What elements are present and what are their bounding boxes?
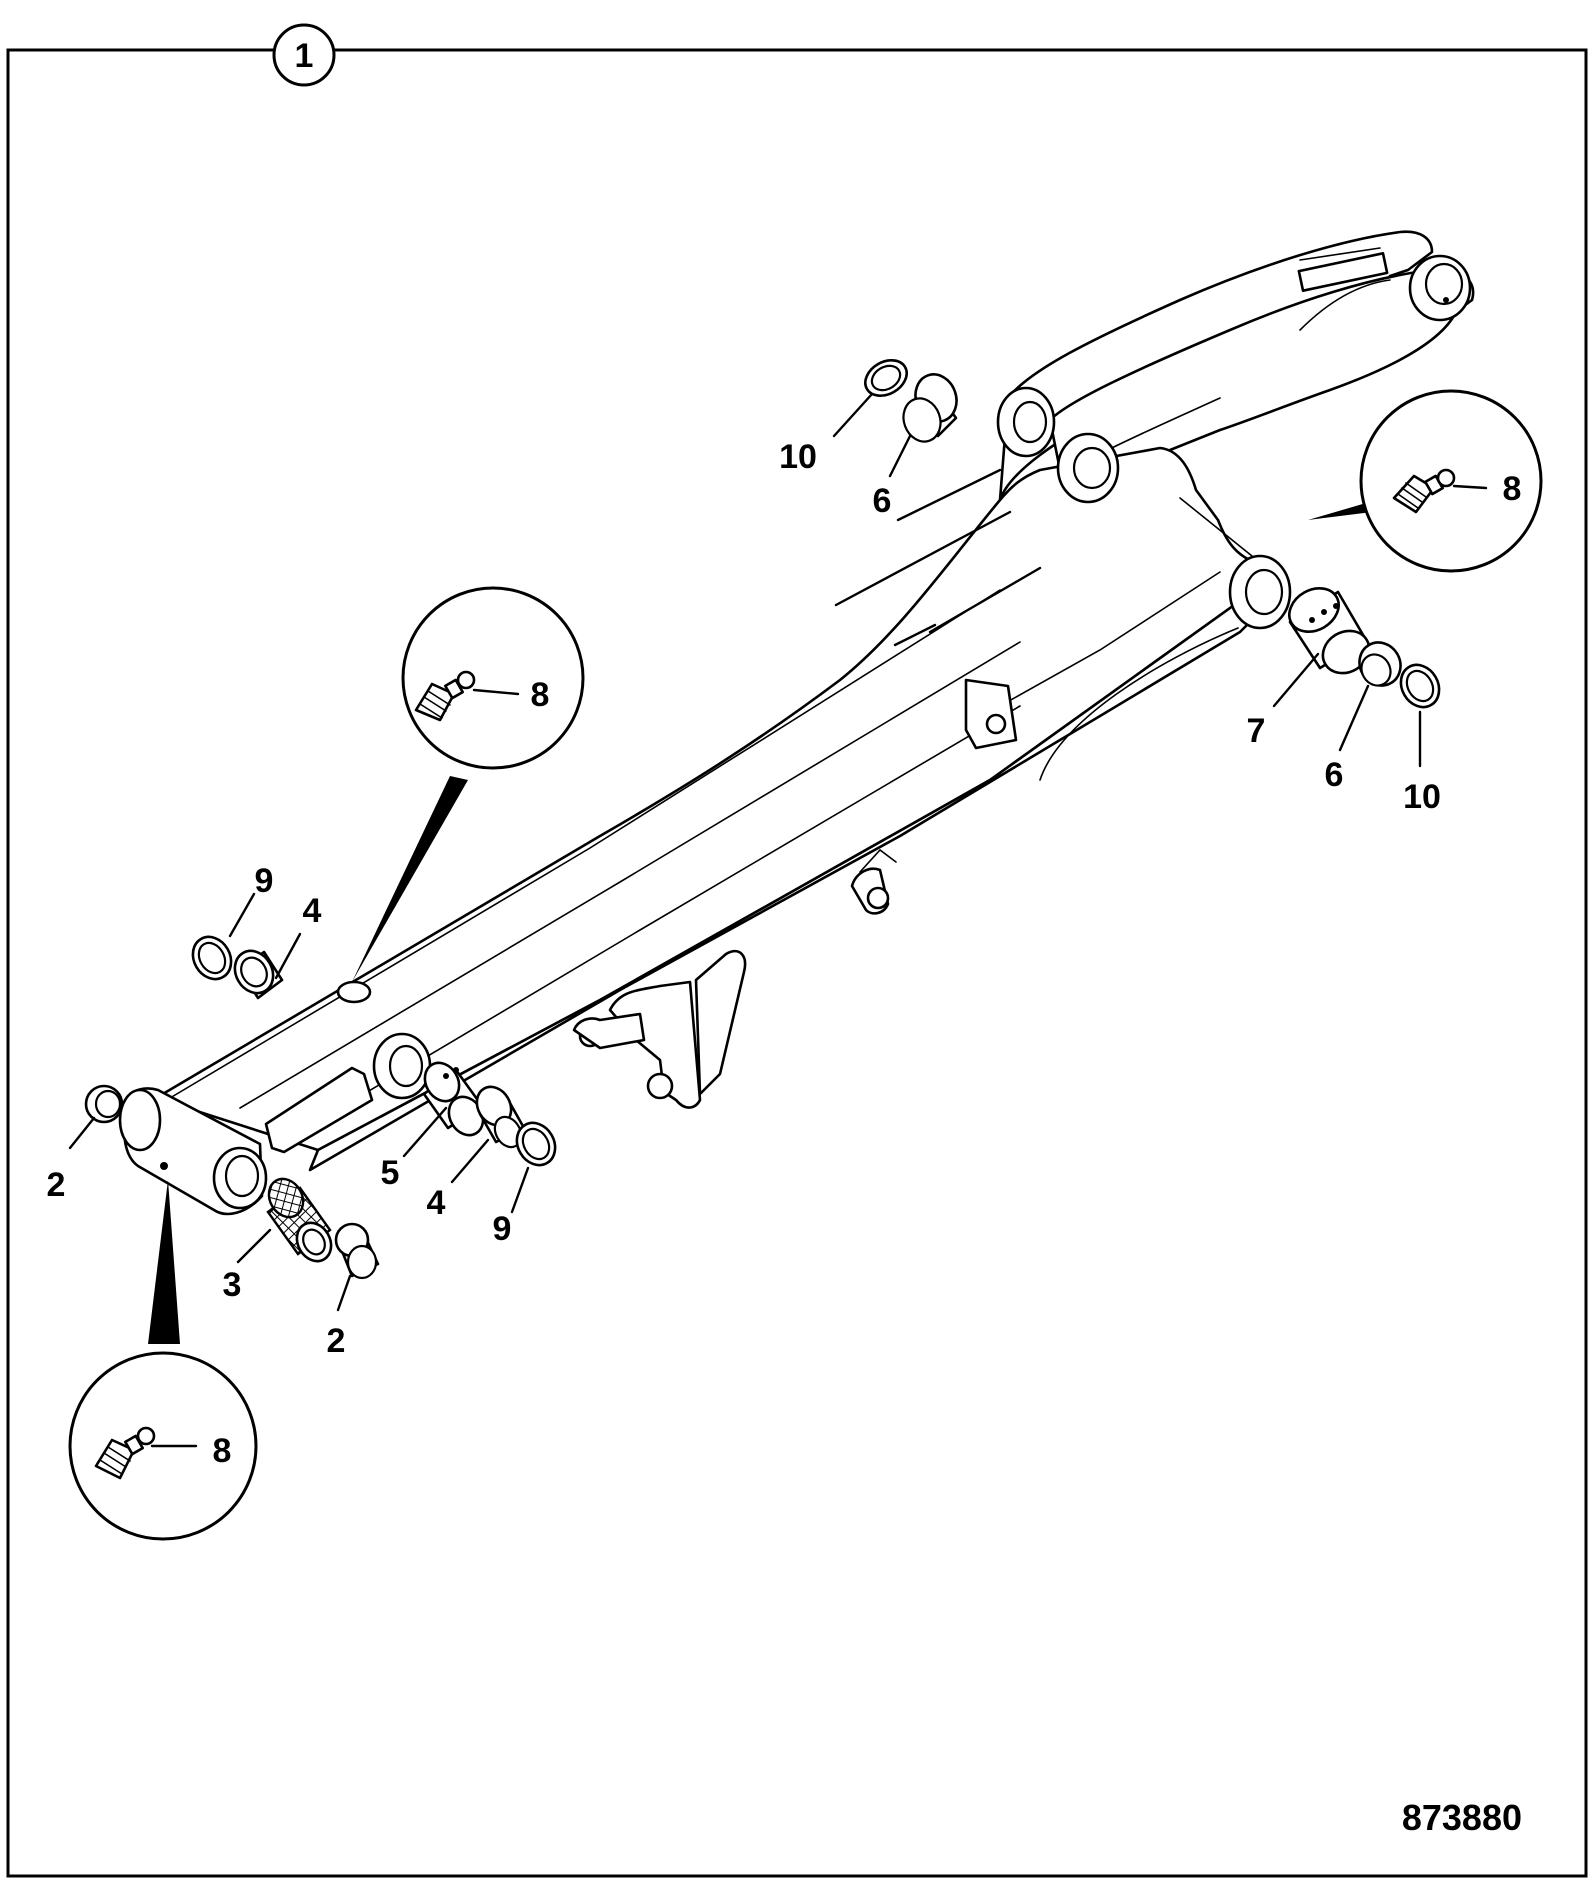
callout-10-right: 10: [1403, 778, 1441, 816]
part-bush-7: [1288, 587, 1371, 675]
callout-6-top: 6: [873, 482, 892, 520]
figure-number: 1: [295, 37, 314, 75]
grease-nipple-icon: [414, 670, 520, 722]
part-bush-2-bottom: [334, 1222, 380, 1280]
callout-6-right: 6: [1325, 756, 1344, 794]
part-ring-9-top: [191, 935, 233, 981]
callout-10-top: 10: [779, 438, 817, 476]
callout-9-top: 9: [255, 862, 274, 900]
callout-5: 5: [381, 1154, 400, 1192]
callout-labels: 10 6 7 6 10 9 4 2 5 4 9 3 2: [47, 438, 1441, 1360]
grease-nipple-icon: [94, 1426, 198, 1480]
detail-circle-grease-nipple-right: 8: [1308, 389, 1543, 573]
callout-4-top: 4: [303, 892, 322, 930]
callout-7: 7: [1247, 712, 1266, 750]
figure-frame: [6, 48, 1588, 1878]
detail-circle-grease-nipple-middle: 8: [352, 586, 585, 982]
callout-2-bottom: 2: [327, 1322, 346, 1360]
part-needle-bearing-3: [266, 1177, 333, 1263]
figure-number-badge: 1: [272, 23, 336, 87]
leader-lines: [68, 392, 1422, 1312]
part-ring-9-bottom: [515, 1121, 557, 1167]
part-bush-4-bottom: [475, 1085, 526, 1149]
callout-4-bottom: 4: [427, 1184, 446, 1222]
part-bush-4-top: [233, 949, 284, 1000]
callout-8-middle: 8: [531, 676, 550, 714]
figure-reference-code: 873880: [1402, 1797, 1522, 1838]
dipper-arm: [118, 230, 1475, 1216]
callout-9-bottom: 9: [493, 1210, 512, 1248]
part-ring-10-top: [864, 359, 908, 397]
grease-nipple-icon: [1392, 468, 1488, 514]
callout-3: 3: [223, 1266, 242, 1304]
part-bush-2-left: [84, 1084, 124, 1124]
part-ring-10-right: [1399, 663, 1441, 709]
callout-8-right: 8: [1503, 470, 1522, 508]
callout-8-bottom: 8: [213, 1432, 232, 1470]
detail-circle-grease-nipple-bottom: 8: [68, 1180, 258, 1541]
part-bush-6-right: [1358, 641, 1402, 687]
part-bush-6-top: [902, 373, 958, 443]
callout-2-left: 2: [47, 1166, 66, 1204]
part-bush-5: [422, 1061, 485, 1137]
